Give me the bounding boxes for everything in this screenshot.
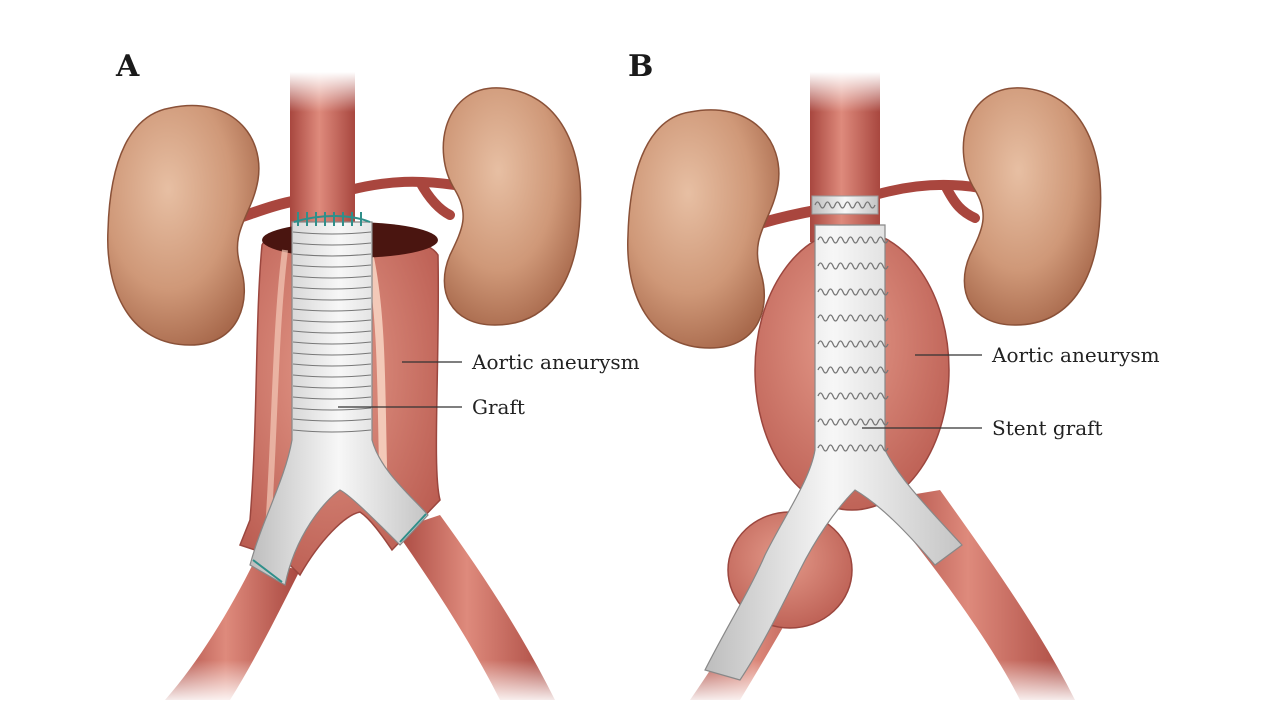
panel-label-a: A	[115, 49, 140, 84]
right-kidney	[442, 87, 582, 326]
label-aortic-aneurysm-a: Aortic aneurysm	[471, 350, 640, 374]
left-kidney	[107, 104, 260, 346]
label-stent-graft: Stent graft	[992, 416, 1103, 440]
right-renal-artery	[345, 176, 460, 220]
surgical-graft	[249, 212, 429, 586]
label-graft: Graft	[472, 395, 525, 419]
right-kidney	[962, 87, 1102, 326]
label-aortic-aneurysm-b: Aortic aneurysm	[991, 343, 1160, 367]
stent-graft	[704, 195, 963, 681]
left-kidney	[627, 109, 780, 349]
panel-b: B Aortic aneurysm Stent graft	[627, 49, 1160, 705]
right-renal-artery	[870, 179, 985, 223]
right-iliac-artery	[395, 515, 555, 700]
panel-label-b: B	[628, 49, 653, 84]
panel-a: A Aortic ane	[107, 49, 640, 705]
